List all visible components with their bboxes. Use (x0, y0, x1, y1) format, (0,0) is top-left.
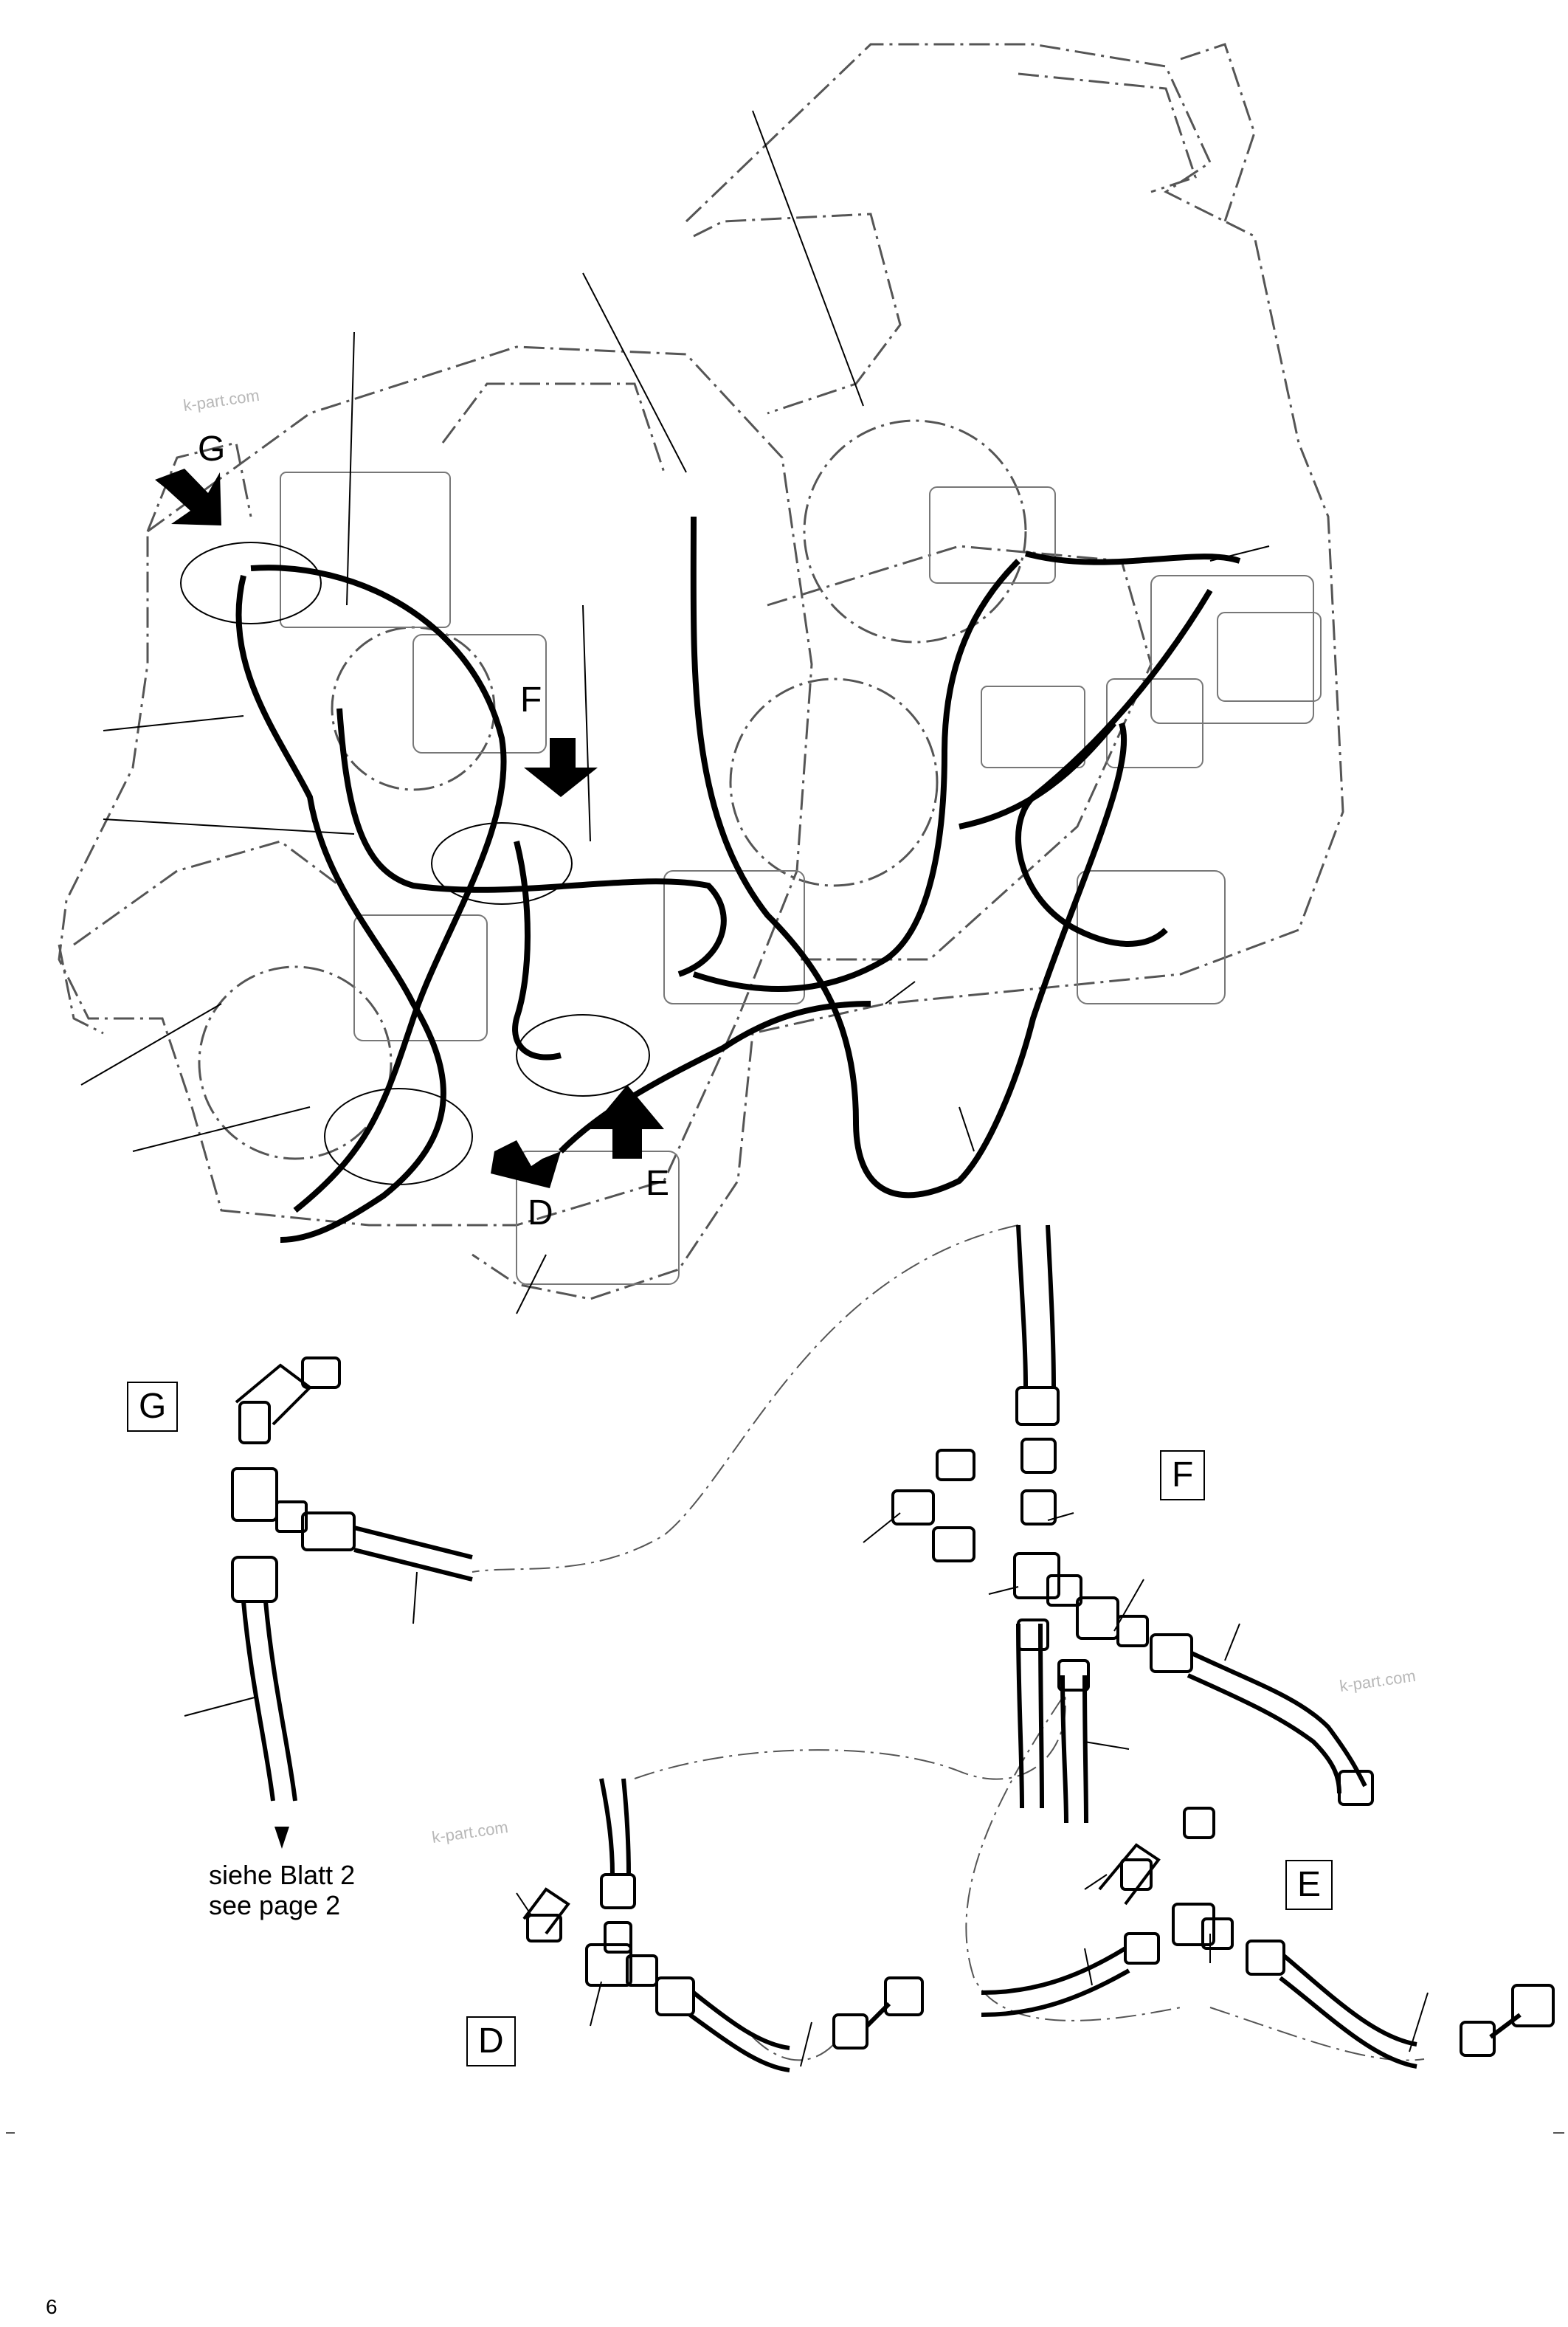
arrow-e (590, 1085, 664, 1159)
detail-e-fitting (981, 1807, 1555, 2069)
callout-e: E (646, 1164, 670, 1203)
callout-d: D (528, 1193, 553, 1233)
detail-label-f: F (1160, 1450, 1206, 1500)
arrow-f (524, 738, 598, 797)
page-reference-note: siehe Blatt 2 see page 2 (209, 1860, 355, 1921)
arrow-d (491, 1140, 561, 1188)
callout-g: G (198, 430, 226, 469)
page-reference-german: siehe Blatt 2 (209, 1860, 356, 1890)
pump-assemblies (280, 472, 1322, 1285)
detail-connectors (6, 1224, 1564, 2134)
hoses (235, 516, 1241, 1243)
detail-label-d: D (466, 2016, 516, 2066)
leader-lines (80, 110, 1270, 1314)
page-reference-english: see page 2 (209, 1890, 341, 1921)
detail-label-g: G (127, 1382, 179, 1432)
page-number: 6 (46, 2295, 58, 2318)
detail-f-fitting (863, 1224, 1374, 1824)
detail-g-fitting (184, 1356, 473, 1849)
callout-f: F (520, 680, 542, 720)
detail-circles (180, 542, 650, 1185)
arrow-g (155, 469, 221, 525)
direction-arrows (155, 469, 664, 1188)
detail-d-fitting (516, 1778, 924, 2072)
detail-label-e: E (1285, 1860, 1333, 1910)
